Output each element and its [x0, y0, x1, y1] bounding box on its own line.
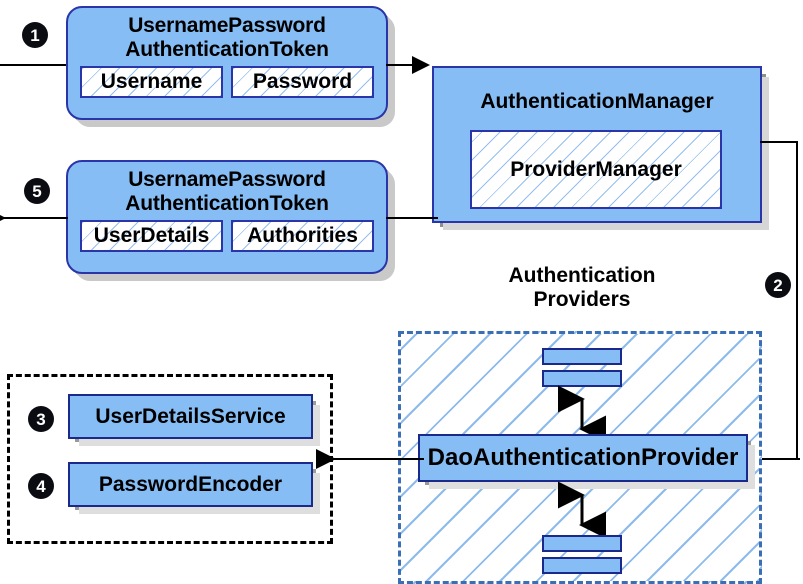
connector-arrowhead-into-provider	[744, 449, 800, 469]
provider-placeholder-top-2	[542, 370, 622, 387]
request-token-title: UsernamePassword AuthenticationToken	[68, 8, 386, 61]
provider-link-arrow-bottom	[558, 481, 606, 539]
incoming-request-arrow	[0, 64, 70, 66]
request-token-card[interactable]: UsernamePassword AuthenticationToken Use…	[66, 6, 388, 120]
manager-to-response-line	[386, 217, 438, 219]
response-token-title: UsernamePassword AuthenticationToken	[68, 162, 386, 215]
authentication-manager-title: AuthenticationManager	[480, 90, 714, 113]
outgoing-response-arrow	[0, 209, 68, 227]
step-bullet-2: 2	[765, 272, 791, 298]
request-token-slot-username[interactable]: Username	[80, 66, 223, 99]
step-bullet-4: 4	[28, 473, 54, 499]
provider-to-collaborators-arrow	[316, 449, 424, 469]
response-token-slot-authorities[interactable]: Authorities	[231, 220, 374, 253]
manager-to-provider-connector	[760, 141, 798, 458]
response-token-title-line2: AuthenticationToken	[125, 191, 329, 215]
response-token-slot-userdetails[interactable]: UserDetails	[80, 220, 223, 253]
request-token-slot-password[interactable]: Password	[231, 66, 374, 99]
collaborators-container	[7, 374, 333, 544]
response-token-slots: UserDetails Authorities	[68, 220, 386, 253]
password-encoder-box[interactable]: PasswordEncoder	[68, 462, 313, 507]
provider-placeholder-bottom-2	[542, 557, 622, 574]
step-bullet-3: 3	[28, 406, 54, 432]
response-token-card[interactable]: UsernamePassword AuthenticationToken Use…	[66, 160, 388, 274]
token-to-manager-arrow	[386, 56, 430, 74]
request-token-slots: Username Password	[68, 66, 386, 99]
authentication-providers-label-line1: Authentication	[508, 264, 656, 287]
authentication-providers-label: Authentication Providers	[452, 264, 712, 311]
user-details-service-box[interactable]: UserDetailsService	[68, 394, 313, 439]
dao-authentication-provider-box[interactable]: DaoAuthenticationProvider	[418, 434, 748, 482]
provider-placeholder-bottom-1	[542, 535, 622, 552]
response-token-title-line1: UsernamePassword	[128, 168, 326, 191]
request-token-title-line1: UsernamePassword	[128, 14, 326, 37]
provider-manager-box[interactable]: ProviderManager	[470, 130, 722, 209]
provider-placeholder-top-1	[542, 348, 622, 365]
authentication-manager-card[interactable]: AuthenticationManager ProviderManager	[432, 66, 762, 223]
request-token-title-line2: AuthenticationToken	[125, 37, 329, 61]
provider-link-arrow-top	[558, 385, 606, 443]
authentication-providers-label-line2: Providers	[533, 287, 631, 311]
step-bullet-5: 5	[24, 178, 50, 204]
step-bullet-1: 1	[22, 22, 48, 48]
